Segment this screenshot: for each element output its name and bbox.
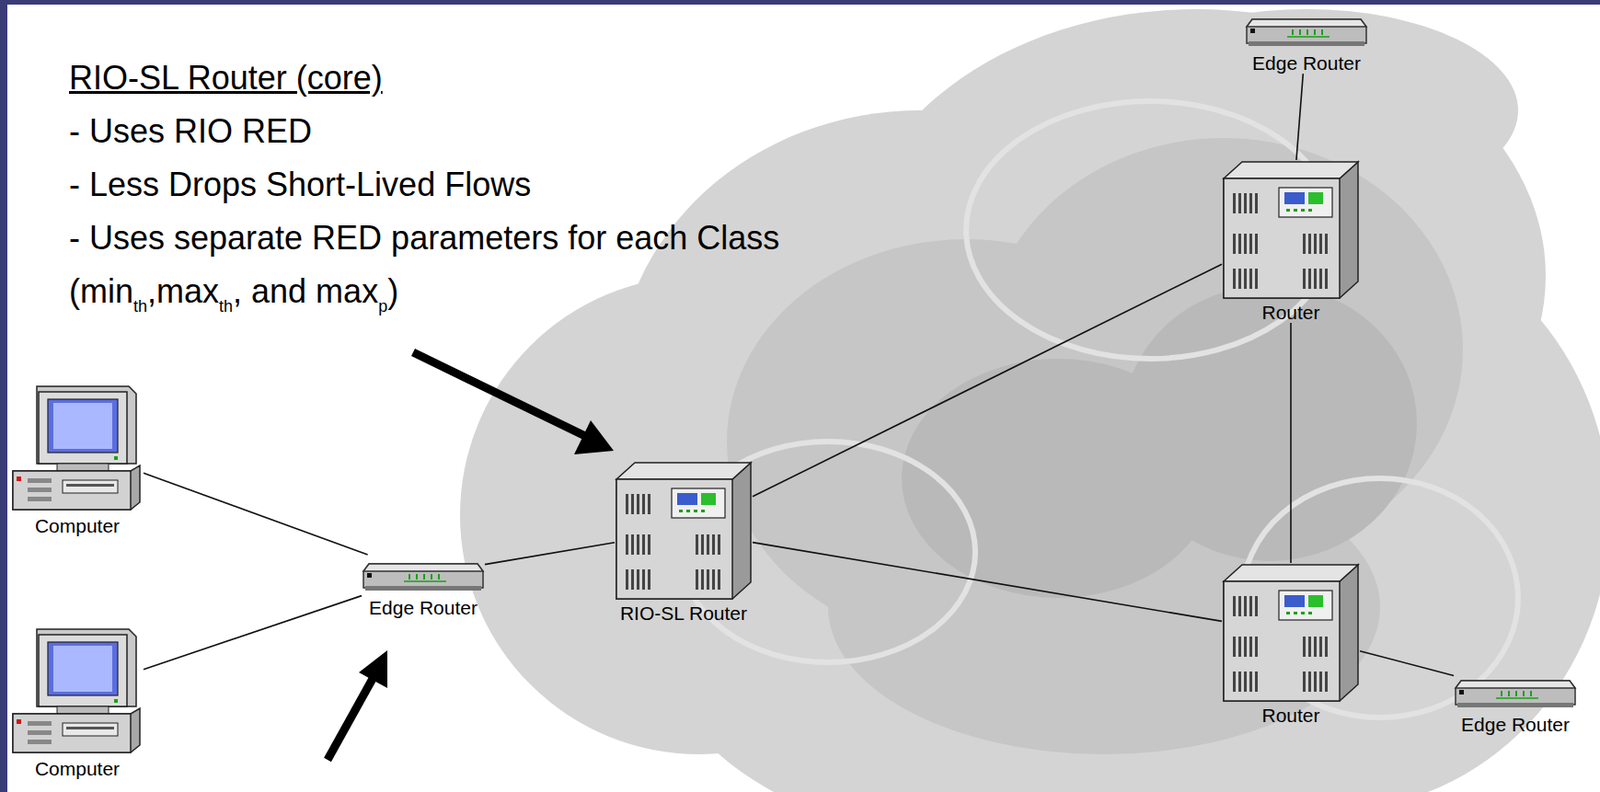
router-tower-icon (1221, 160, 1360, 300)
edge-router-icon (1244, 10, 1369, 51)
device-label: RIO-SL Router (620, 602, 748, 624)
router-tower: Router (1221, 160, 1360, 323)
network-link (752, 264, 1222, 497)
network-link (1290, 322, 1292, 564)
subscript: th (133, 297, 148, 316)
router-tower-icon (1221, 563, 1360, 703)
device-label: Router (1261, 704, 1320, 726)
device-label: Edge Router (368, 597, 478, 619)
callout-text: RIO-SL Router (core)- Uses RIO RED- Less… (69, 51, 787, 319)
subscript: p (378, 297, 388, 316)
network-link (484, 542, 615, 565)
edge-router-icon (361, 554, 485, 596)
bullet-text: ,max (147, 272, 219, 311)
network-link (752, 542, 1222, 622)
bullet-line: - Uses separate RED parameters for each … (69, 211, 787, 319)
callout-heading: RIO-SL Router (core) (69, 51, 787, 105)
edge-router: Edge Router (361, 554, 485, 619)
network-link (1359, 651, 1454, 677)
device-label: Router (1261, 301, 1320, 323)
bullet-text: - Uses RIO RED (69, 104, 787, 159)
network-link (143, 596, 362, 670)
computer-icon (11, 627, 144, 757)
edge-router: Edge Router (1244, 10, 1369, 74)
computer: Computer (11, 627, 144, 780)
router-tower: Router (1221, 563, 1360, 726)
network-link (143, 472, 369, 555)
bullet-text: ) (387, 272, 399, 311)
router-tower: RIO-SL Router (614, 460, 753, 624)
edge-router: Edge Router (1453, 671, 1577, 736)
computer-icon (11, 384, 144, 514)
subscript: th (218, 297, 233, 316)
bullet-text: , and max (232, 272, 379, 311)
computer: Computer (11, 384, 144, 537)
bullet-text: - Less Drops Short-Lived Flows (69, 158, 787, 212)
router-tower-icon (614, 460, 753, 601)
edge-router-icon (1453, 671, 1577, 713)
device-label: Edge Router (1252, 52, 1361, 74)
device-label: Computer (34, 515, 120, 537)
device-label: Computer (34, 758, 120, 780)
device-label: Edge Router (1461, 713, 1570, 736)
network-link (1296, 73, 1303, 161)
